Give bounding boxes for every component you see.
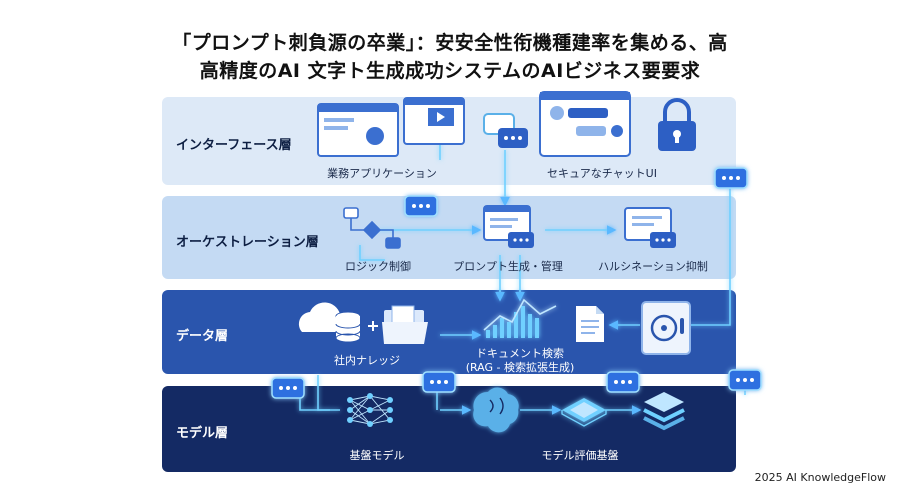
internal-knowledge-caption: 社内ナレッジ [334,354,400,367]
secure-chat-window-icon [539,91,631,157]
footer-copyright: 2025 AI KnowledgeFlow [754,471,886,484]
model-evaluation-caption: モデル評価基盤 [541,449,619,462]
message-bubble-icon [606,371,640,393]
plus-icon [368,321,378,331]
search-bars-icon [483,298,557,338]
orchestration-layer-label: オーケストレーション層 [176,235,319,250]
data-layer-label: データ層 [176,329,229,344]
document-search-caption: ドキュメント検索 [476,347,564,360]
foundation-model-caption: 基盤モデル [349,449,405,462]
secure-chat-caption: セキュアなチャットUI [547,167,657,180]
cloud-database-icon [298,302,361,343]
message-bubble-icon [271,377,305,399]
document-icon [576,306,604,342]
neural-network-icon [347,393,393,427]
hallucination-control-icon [624,207,676,248]
prompt-window-icon [483,205,534,248]
rag-caption: (RAG - 検索拡張生成) [465,361,575,374]
message-bubble-icon [714,167,748,189]
model-layer-label: モデル層 [176,426,229,441]
model-layer: モデル層 [162,386,736,472]
safe-icon [641,301,691,355]
business-app-icon [317,97,465,157]
brain-icon [473,387,519,433]
prompt-management-caption: プロンプト生成・管理 [453,260,563,273]
title-line-2: 高精度のAI 文字ト生成成功システムのAIビジネス要要求 [199,60,701,82]
business-app-caption: 業務アプリケーション [327,167,437,180]
message-bubble-icon [728,369,762,391]
title-line-1: 「プロンプト刺負源の卒業」：安安全性衔機種建率を集める、高 [172,32,728,54]
logic-control-caption: ロジック制御 [345,260,411,273]
stack-layers-icon [643,392,685,431]
message-bubble-icon [404,195,438,217]
evaluation-chip-icon [561,398,607,427]
message-bubble-icon [422,371,456,393]
data-layer: データ層 [162,290,736,374]
lock-icon [658,98,696,151]
folder-icon [382,305,428,344]
interface-layer-label: インターフェース層 [176,138,292,153]
chat-bubble-icon [483,113,528,148]
message-bubble-icons [271,167,762,399]
hallucination-control-caption: ハルシネーション抑制 [598,260,708,273]
logic-control-icon [343,207,401,249]
